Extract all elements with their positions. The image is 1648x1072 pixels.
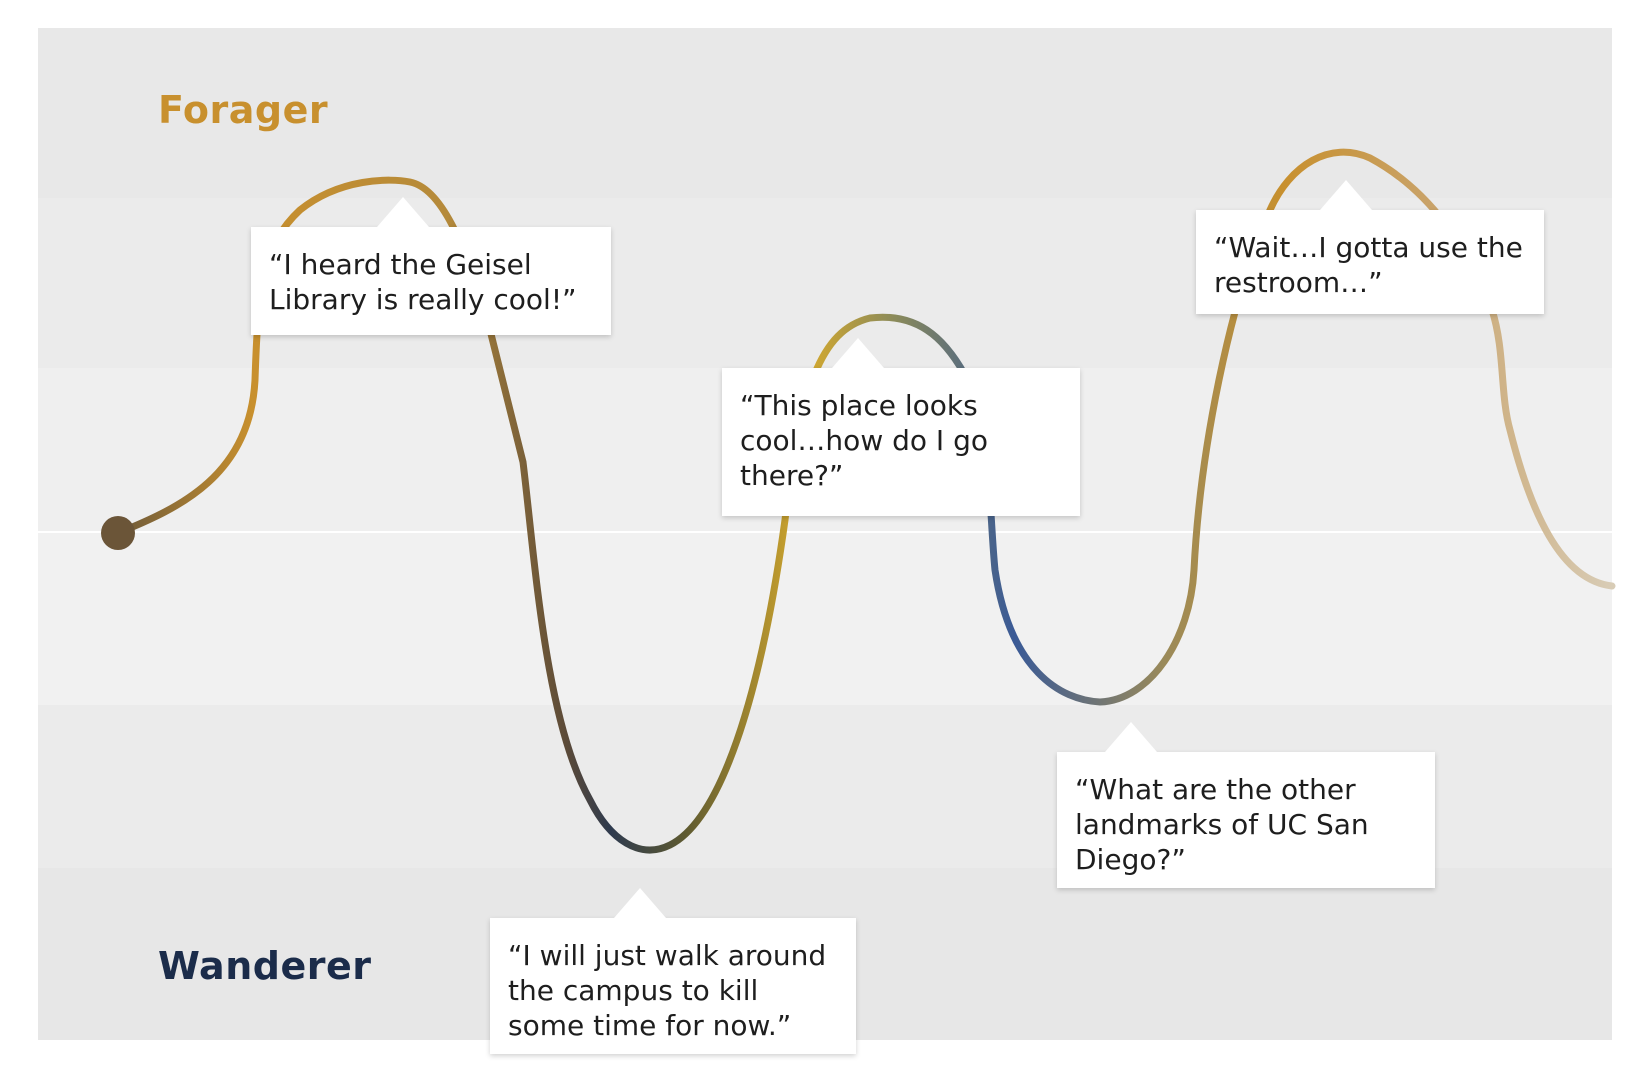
quote-bubble-walk-around: “I will just walk around the campus to k…	[490, 888, 856, 1054]
quote-bubble-landmarks: “What are the other landmarks of UC San …	[1057, 722, 1435, 888]
quote-text: “What are the other landmarks of UC San …	[1075, 773, 1369, 876]
quote-bubble-restroom: “Wait…I gotta use the restroom…”	[1196, 180, 1544, 314]
quote-text: “Wait…I gotta use the restroom…”	[1214, 231, 1523, 299]
journey-curve	[114, 148, 1616, 854]
wanderer-label: Wanderer	[158, 944, 372, 988]
forager-label: Forager	[158, 88, 329, 132]
start-point	[101, 516, 135, 550]
midline	[38, 531, 1612, 533]
quote-bubble-geisel: “I heard the Geisel Library is really co…	[251, 197, 611, 335]
quote-text: “I heard the Geisel Library is really co…	[269, 248, 577, 316]
quote-bubble-place-looks-cool: “This place looks cool…how do I go there…	[722, 338, 1080, 516]
bubble-pointer	[1105, 722, 1157, 752]
background-band	[38, 533, 1612, 705]
quote-text: “I will just walk around the campus to k…	[508, 939, 827, 1042]
background-band	[38, 28, 1612, 198]
bubble-pointer	[614, 888, 666, 918]
bubble-pointer	[1320, 180, 1372, 210]
bubble-pointer	[832, 338, 884, 368]
quote-text: “This place looks cool…how do I go there…	[740, 389, 988, 492]
bubble-pointer	[377, 197, 429, 227]
